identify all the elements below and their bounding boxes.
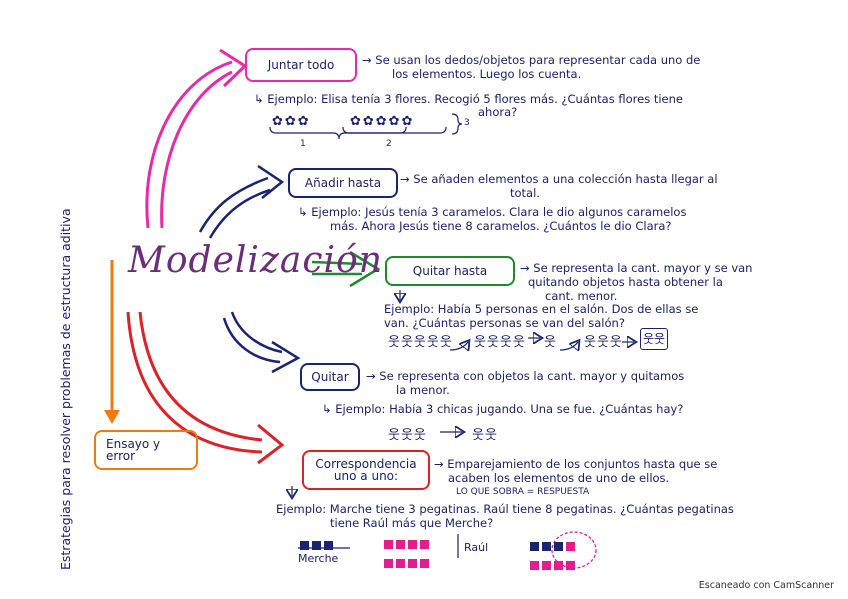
quitar-desc-1: → Se representa con objetos la cant. may… bbox=[366, 369, 685, 383]
anadir-desc-2: total. bbox=[510, 186, 540, 200]
arrow-quitar-hasta bbox=[311, 250, 381, 288]
juntar-desc-2: los elementos. Luego los cuenta. bbox=[392, 67, 582, 81]
ensayo-error-box: Ensayo y error bbox=[94, 430, 198, 470]
flowers-group-2: ✿✿✿✿✿ bbox=[350, 114, 415, 129]
juntar-todo-box: Juntar todo bbox=[245, 48, 357, 82]
girls-three: 웃웃웃 bbox=[388, 428, 427, 443]
raul-label: Raúl bbox=[464, 541, 489, 554]
arrow-ensayo bbox=[104, 260, 120, 424]
quitar-hasta-desc-3: cant. menor. bbox=[545, 289, 618, 303]
quitar-hasta-desc-1: → Se representa la cant. mayor y se van bbox=[520, 261, 753, 275]
quitar-label: Quitar bbox=[311, 370, 349, 384]
correspondencia-desc-2: acaben los elementos de uno de ellos. bbox=[448, 471, 670, 485]
ensayo-label-1: Ensayo y bbox=[106, 437, 161, 451]
anadir-example-1: ↳ Ejemplo: Jesús tenía 3 caramelos. Clar… bbox=[298, 205, 687, 219]
people-three: 웃웃웃 bbox=[584, 335, 623, 350]
correspondencia-desc-3: LO QUE SOBRA = RESPUESTA bbox=[456, 487, 590, 497]
arrow-anadir bbox=[198, 164, 285, 239]
correspondencia-box: Correspondencia uno a uno: bbox=[302, 450, 430, 490]
flowers-label-1: 1 bbox=[300, 139, 306, 149]
quitar-example-1: ↳ Ejemplo: Había 3 chicas jugando. Una s… bbox=[322, 402, 684, 416]
people-result-box: 웃웃 bbox=[640, 328, 668, 350]
correspondencia-example-2: tiene Raúl más que Merche? bbox=[330, 516, 494, 530]
quitar-hasta-box: Quitar hasta bbox=[385, 256, 515, 286]
anadir-hasta-label: Añadir hasta bbox=[304, 176, 382, 190]
quitar-hasta-example-2: van. ¿Cuántas personas se van del salón? bbox=[384, 316, 625, 330]
correspondencia-label-1: Correspondencia bbox=[315, 457, 417, 471]
correspondencia-label-2: uno a uno: bbox=[333, 469, 399, 483]
juntar-example-1: ↳ Ejemplo: Elisa tenía 3 flores. Recogió… bbox=[254, 92, 683, 106]
arrow-quitar bbox=[222, 311, 301, 374]
flowers-label-3: 3 bbox=[464, 118, 470, 128]
flowers-group-1: ✿✿✿ bbox=[272, 114, 311, 129]
side-title: Estrategias para resolver problemas de e… bbox=[58, 208, 73, 570]
correspondencia-example-1: Ejemplo: Marche tiene 3 pegatinas. Raúl … bbox=[276, 502, 734, 516]
ensayo-label-2: error bbox=[106, 449, 136, 463]
raul-stickers bbox=[384, 534, 456, 572]
people-five: 웃웃웃웃웃 bbox=[388, 335, 453, 350]
person-one: 웃 bbox=[544, 335, 557, 350]
juntar-todo-label: Juntar todo bbox=[267, 58, 335, 72]
merche-stickers bbox=[300, 535, 336, 554]
merche-label: Merche bbox=[298, 552, 339, 565]
quitar-hasta-desc-2: quitando objetos hasta obtener la bbox=[528, 275, 723, 289]
flowers-label-2: 2 bbox=[386, 139, 392, 149]
correspondencia-desc-1: → Emparejamiento de los conjuntos hasta … bbox=[434, 457, 718, 471]
quitar-hasta-example-1: Ejemplo: Había 5 personas en el salón. D… bbox=[384, 302, 699, 316]
quitar-hasta-label: Quitar hasta bbox=[412, 264, 488, 278]
paired-stickers bbox=[530, 536, 600, 574]
juntar-desc-1: → Se usan los dedos/objetos para represe… bbox=[362, 53, 701, 67]
arrow-juntar bbox=[145, 48, 248, 229]
anadir-example-2: más. Ahora Jesús tiene 8 caramelos. ¿Cuá… bbox=[330, 219, 672, 233]
central-title: Modelización bbox=[128, 240, 383, 281]
quitar-desc-2: la menor. bbox=[396, 383, 450, 397]
arrow-correspondencia bbox=[126, 311, 285, 465]
watermark: Escaneado con CamScanner bbox=[698, 580, 834, 591]
people-four: 웃웃웃웃 bbox=[474, 335, 526, 350]
girls-two: 웃웃 bbox=[472, 428, 498, 443]
quitar-box: Quitar bbox=[300, 363, 360, 391]
juntar-example-2: ahora? bbox=[478, 105, 518, 119]
anadir-desc-1: → Se añaden elementos a una colección ha… bbox=[400, 172, 718, 186]
anadir-hasta-box: Añadir hasta bbox=[288, 168, 398, 198]
